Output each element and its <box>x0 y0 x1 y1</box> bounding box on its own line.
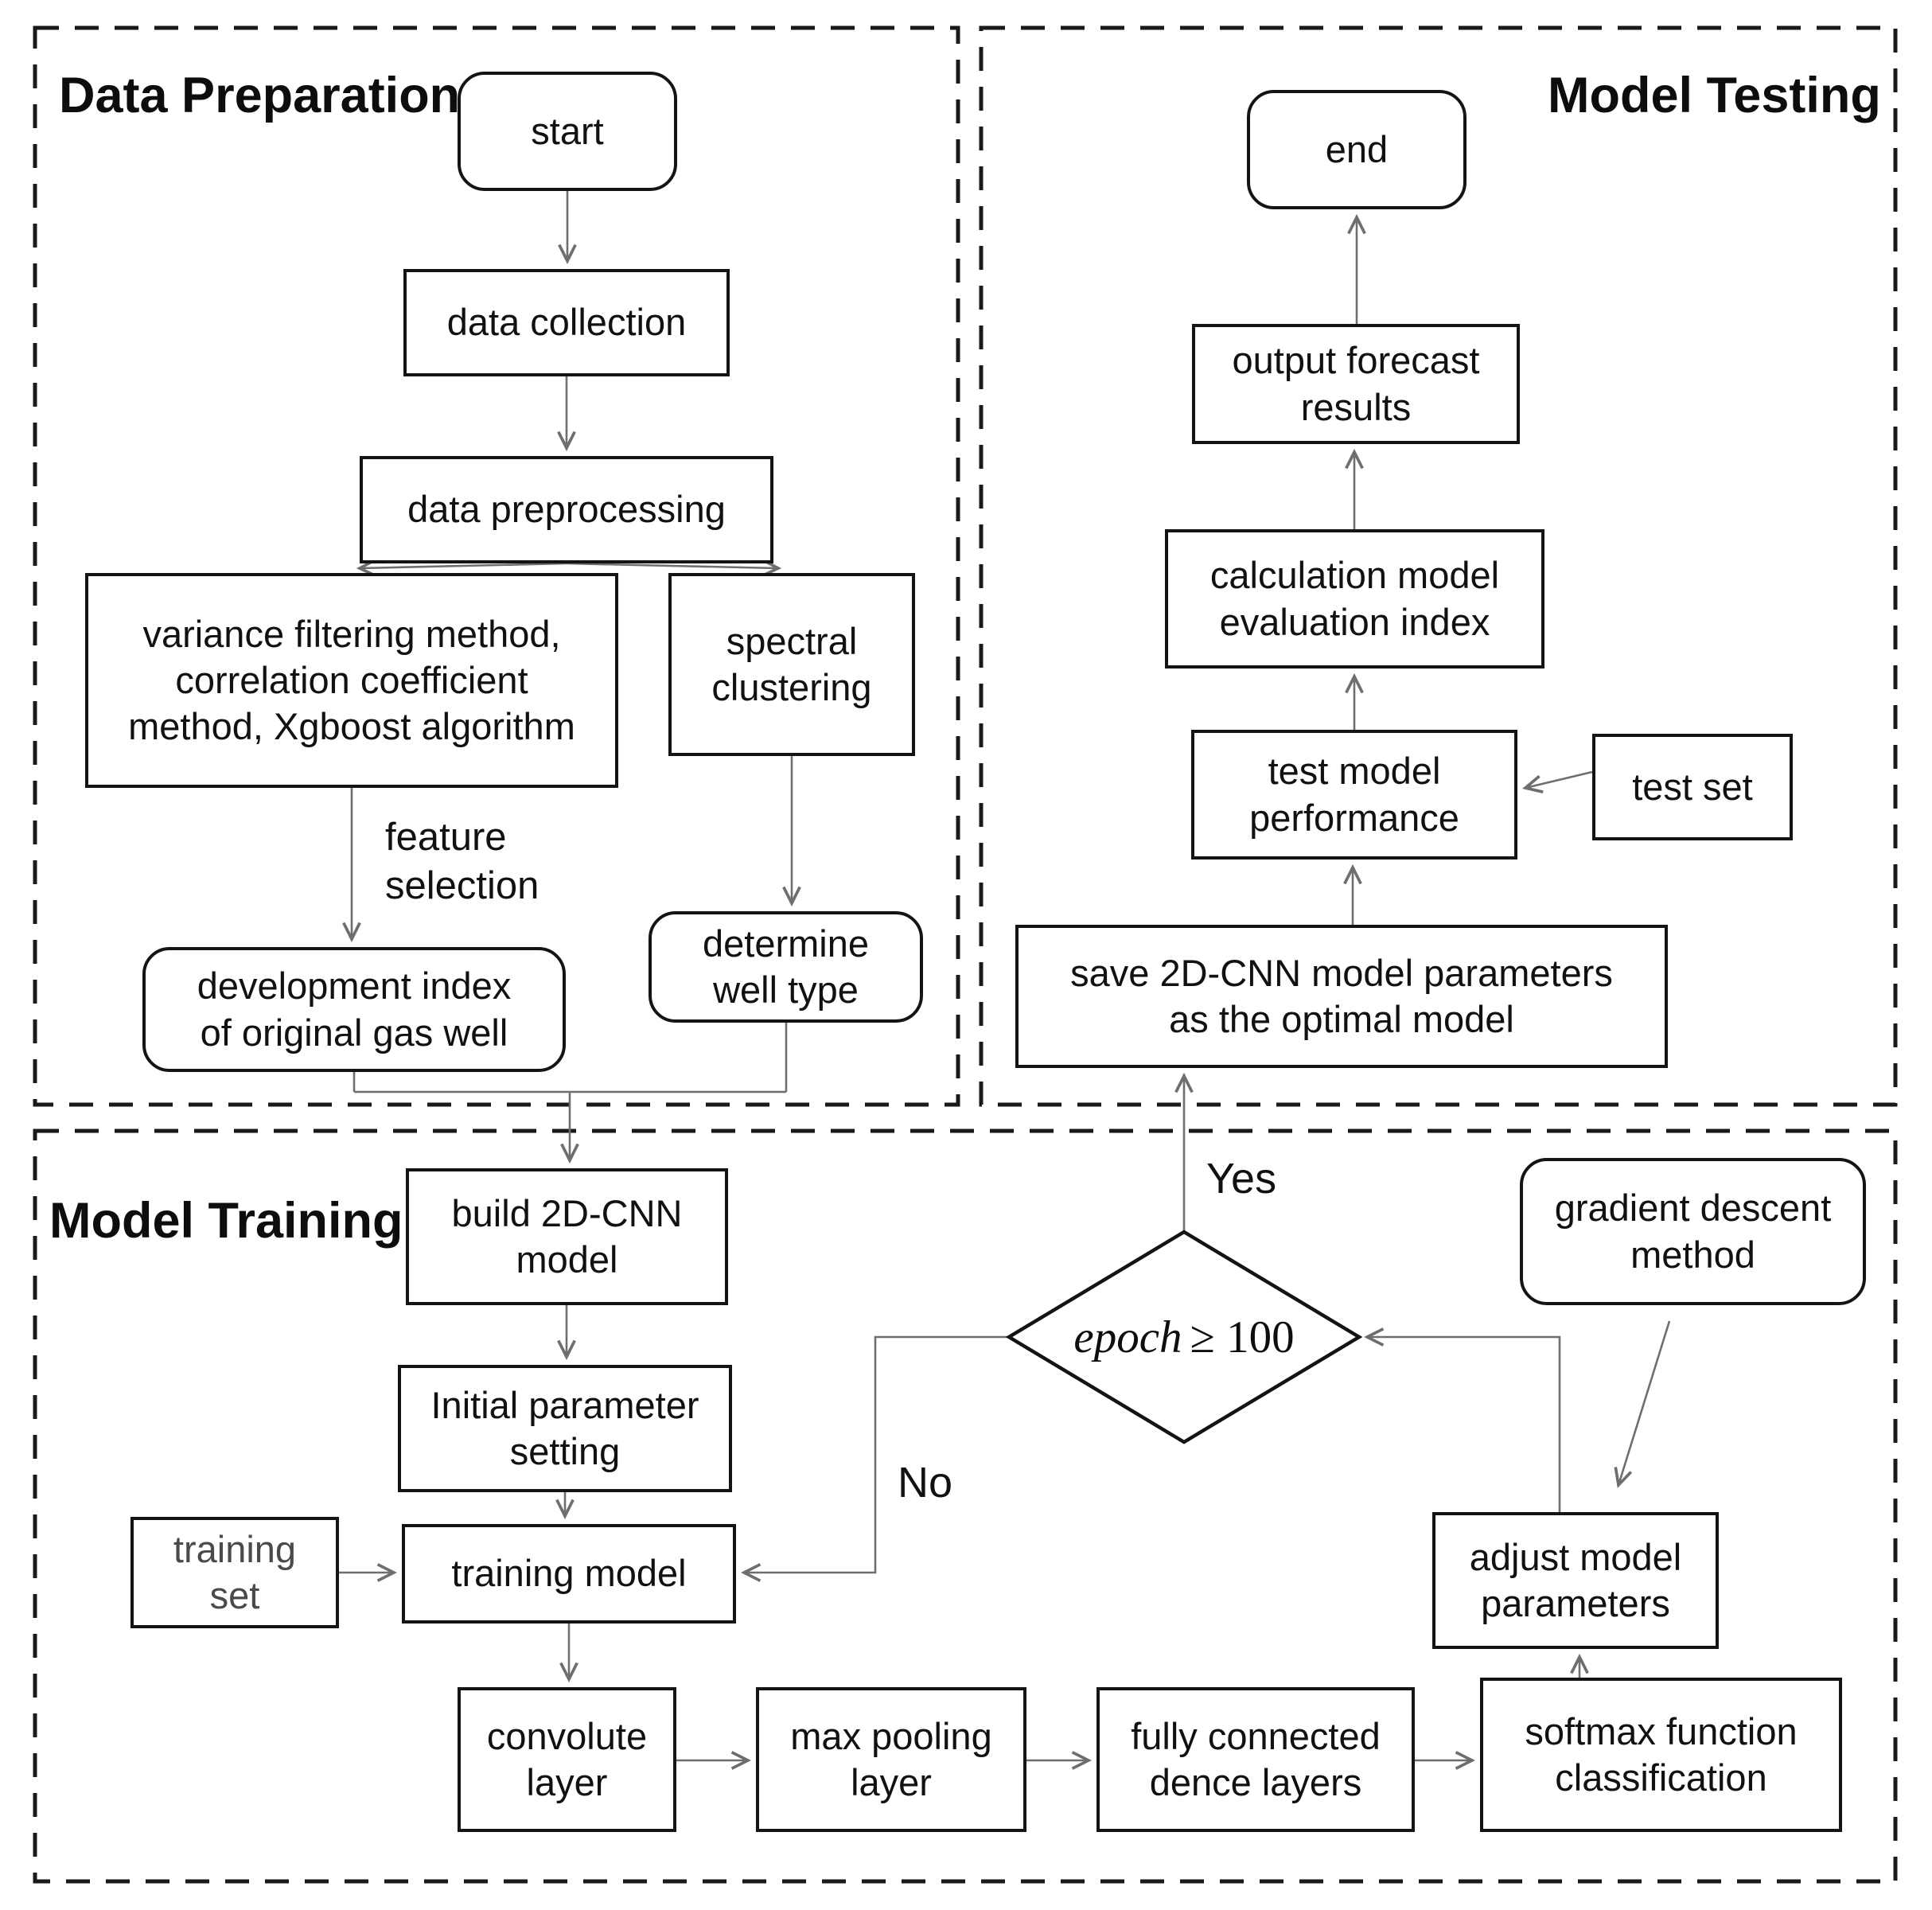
node-convolute-layer: convolute layer <box>458 1687 676 1832</box>
panel-borders <box>33 25 1898 1884</box>
title-model-training: Model Training <box>49 1193 403 1249</box>
node-data-preprocessing: data preprocessing <box>360 456 773 563</box>
panel-model-training <box>33 1128 1898 1884</box>
node-determine-well-type: determine well type <box>649 911 923 1023</box>
label-yes: Yes <box>1206 1155 1277 1203</box>
node-initial-parameter: Initial parameter setting <box>398 1365 732 1492</box>
node-softmax-classification: softmax function classification <box>1480 1678 1842 1832</box>
epoch-condition: ≥ 100 <box>1190 1312 1295 1362</box>
epoch-word: epoch <box>1073 1312 1182 1362</box>
panel-data-preparation <box>33 25 960 1107</box>
node-development-index: development index of original gas well <box>142 947 566 1072</box>
node-test-set: test set <box>1592 734 1793 840</box>
panel-model-testing <box>979 25 1898 1107</box>
node-test-model-performance: test model performance <box>1191 730 1517 860</box>
node-spectral-clustering: spectral clustering <box>668 573 915 756</box>
node-data-collection: data collection <box>403 269 730 376</box>
node-feature-methods: variance filtering method, correlation c… <box>85 573 618 788</box>
node-max-pooling-layer: max pooling layer <box>756 1687 1026 1832</box>
node-save-model: save 2D-CNN model parameters as the opti… <box>1015 925 1668 1068</box>
node-fully-connected: fully connected dence layers <box>1096 1687 1415 1832</box>
label-no: No <box>898 1459 953 1507</box>
label-feature-selection: feature selection <box>385 816 539 908</box>
title-data-preparation: Data Preparation <box>59 68 461 123</box>
node-training-set: training set <box>130 1517 339 1628</box>
node-training-model: training model <box>402 1524 736 1624</box>
node-start: start <box>458 72 677 191</box>
node-build-model: build 2D-CNN model <box>406 1168 728 1305</box>
node-adjust-parameters: adjust model parameters <box>1432 1512 1719 1649</box>
node-gradient-descent: gradient descent method <box>1520 1158 1866 1305</box>
node-calc-evaluation: calculation model evaluation index <box>1165 529 1544 668</box>
decision-diamond <box>1005 1230 1363 1444</box>
decision-epoch-label: epoch≥ 100 <box>1017 1305 1351 1369</box>
node-end: end <box>1247 90 1467 209</box>
node-output-forecast: output forecast results <box>1192 324 1520 444</box>
title-model-testing: Model Testing <box>1548 68 1881 123</box>
